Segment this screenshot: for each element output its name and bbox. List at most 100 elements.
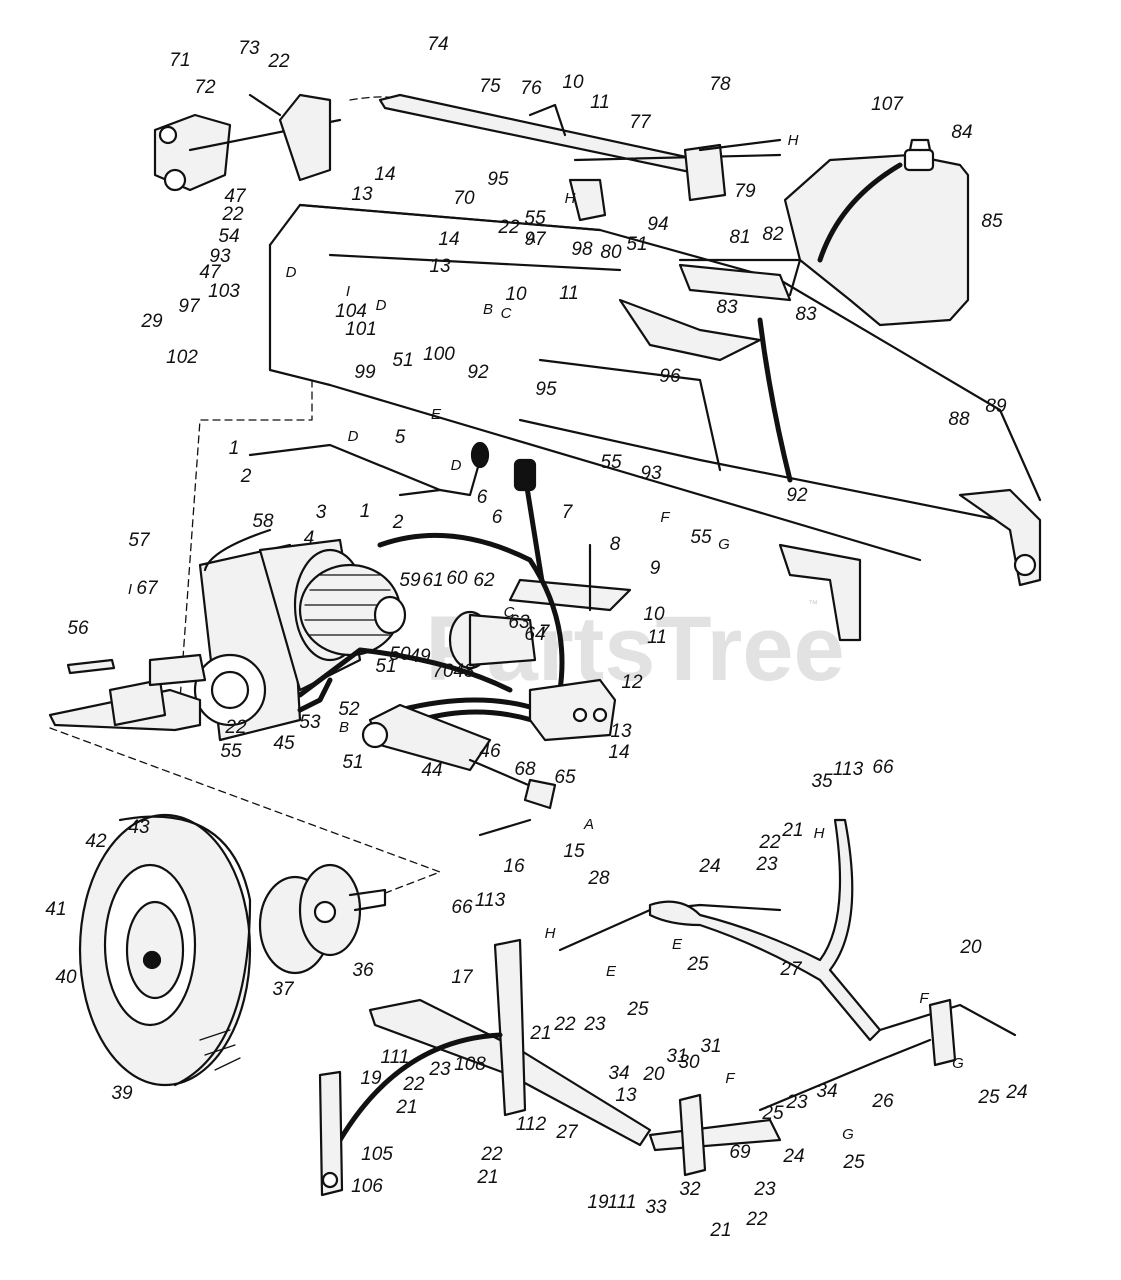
- part-callout: 34: [608, 1063, 629, 1084]
- part-callout: 9: [650, 558, 661, 579]
- part-callout: 37: [272, 979, 295, 1000]
- wheel-hub: [258, 863, 387, 975]
- part-callout: 24: [1005, 1082, 1027, 1103]
- part-callout: 51: [626, 234, 647, 255]
- part-callout: 7: [562, 502, 574, 523]
- part-callout: 64: [524, 624, 545, 645]
- part-callout: 81: [729, 227, 750, 248]
- part-callout: 19: [360, 1068, 382, 1089]
- part-callout: 105: [361, 1144, 393, 1165]
- part-callout: 13: [615, 1085, 637, 1106]
- part-callout: 94: [647, 214, 668, 235]
- part-callout: 69: [729, 1142, 751, 1163]
- part-callout: 23: [753, 1179, 776, 1200]
- part-callout: 25: [626, 999, 649, 1020]
- part-callout: 10: [562, 72, 584, 93]
- part-callout: 43: [128, 817, 150, 838]
- part-callout: 66: [451, 897, 473, 918]
- control-valve: [528, 678, 617, 742]
- reference-letter: E: [606, 963, 617, 980]
- part-callout: 24: [782, 1146, 804, 1167]
- part-callout: 63: [508, 612, 530, 633]
- part-callout: 111: [608, 1192, 637, 1213]
- reference-letter: A: [525, 230, 536, 247]
- part-callout: 83: [716, 297, 738, 318]
- part-callout: 96: [659, 366, 681, 387]
- reference-lines: [49, 96, 441, 896]
- part-callout: 78: [709, 74, 731, 95]
- part-callout: 42: [85, 831, 107, 852]
- part-callout: 99: [354, 362, 376, 383]
- part-callout: 21: [476, 1167, 498, 1188]
- part-callout: 22: [402, 1074, 425, 1095]
- part-callout: 47: [224, 186, 247, 207]
- part-callout: 23: [785, 1092, 808, 1113]
- brake-cable: [318, 1032, 503, 1197]
- part-callout: 55: [690, 527, 712, 548]
- part-callout: 50: [389, 644, 411, 665]
- part-callout: 48: [453, 661, 475, 682]
- part-callout: 97: [524, 229, 547, 250]
- part-callout: 26: [871, 1091, 894, 1112]
- part-callout: 19: [587, 1192, 609, 1213]
- part-callout: 83: [795, 304, 817, 325]
- reference-letter: F: [725, 1070, 735, 1087]
- part-callout: 56: [67, 618, 89, 639]
- seat-support: [678, 263, 793, 483]
- part-callout: 111: [381, 1047, 410, 1068]
- reference-letter: B: [483, 301, 493, 318]
- reference-letter: F: [660, 509, 670, 526]
- part-callout: 29: [140, 311, 163, 332]
- part-callout: 13: [429, 256, 451, 277]
- part-callout: 108: [454, 1054, 486, 1075]
- hydro-motor: [298, 563, 537, 670]
- reference-letter: E: [431, 406, 442, 423]
- part-callout: 93: [209, 246, 231, 267]
- part-callout: 89: [985, 396, 1007, 417]
- part-callout: 14: [438, 229, 459, 250]
- part-callout: 62: [473, 570, 495, 591]
- part-callout: 101: [345, 319, 377, 340]
- part-callout: 14: [608, 742, 629, 763]
- part-callout: 21: [709, 1220, 731, 1241]
- part-callout: 17: [451, 967, 474, 988]
- part-callout: 103: [208, 281, 240, 302]
- part-callout: 23: [428, 1059, 451, 1080]
- part-callout: 102: [166, 347, 198, 368]
- seat-bracket-assembly: [153, 93, 342, 192]
- reference-letter: H: [565, 190, 576, 207]
- reference-letter: F: [919, 990, 929, 1007]
- part-callout: 25: [761, 1103, 784, 1124]
- part-callout: 27: [555, 1122, 579, 1143]
- part-callout: 21: [781, 820, 803, 841]
- part-callout: 44: [421, 760, 442, 781]
- part-callout: 6: [492, 507, 503, 528]
- part-callout: 2: [392, 512, 404, 533]
- axle-shaft: [48, 653, 207, 732]
- part-callout: 27: [779, 959, 803, 980]
- part-callout: 95: [535, 379, 557, 400]
- part-callout: 68: [514, 759, 536, 780]
- part-callout: 21: [529, 1023, 551, 1044]
- reference-letter: A: [583, 816, 594, 833]
- part-callout: 100: [423, 344, 455, 365]
- part-callout: 33: [645, 1197, 667, 1218]
- part-callout: 93: [640, 463, 662, 484]
- part-callout: 60: [446, 568, 468, 589]
- part-callout: 92: [467, 362, 489, 383]
- fuel-tank: [783, 138, 970, 327]
- part-callout: 76: [520, 78, 542, 99]
- reference-letter: D: [286, 264, 297, 281]
- part-callout: 51: [342, 752, 363, 773]
- part-callout: 13: [351, 184, 373, 205]
- part-callout: 55: [220, 741, 242, 762]
- part-callout: 35: [811, 771, 833, 792]
- part-callout: 25: [842, 1152, 865, 1173]
- part-callout: 25: [977, 1087, 1000, 1108]
- part-callout: 2: [240, 466, 252, 487]
- part-callout: 16: [503, 856, 525, 877]
- part-callout: 95: [487, 169, 509, 190]
- reference-letter: H: [788, 132, 799, 149]
- part-callout: 45: [273, 733, 295, 754]
